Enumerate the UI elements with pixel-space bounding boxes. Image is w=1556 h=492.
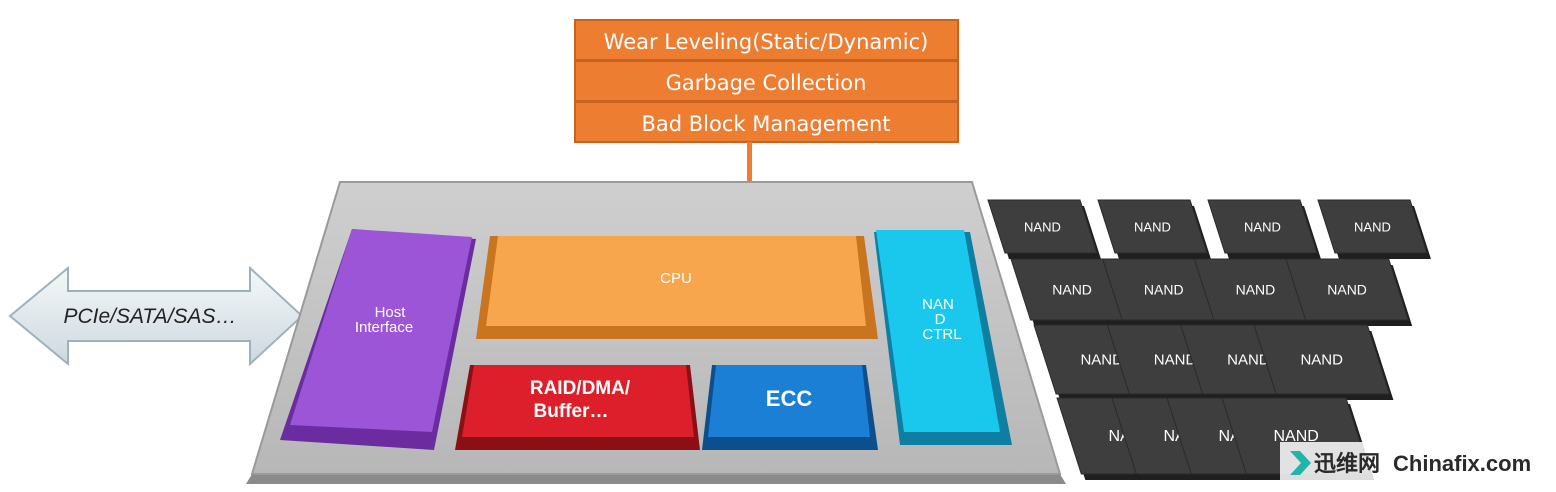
raid-label-line2: Buffer… [534, 401, 609, 422]
host-interface-label-line2: Interface [355, 319, 413, 336]
nand-chip-label: NAND [1327, 282, 1367, 298]
firmware-label-wear-leveling: Wear Leveling(Static/Dynamic) [604, 30, 929, 54]
nand-ctrl-label-line1: NAN [922, 296, 954, 313]
nand-chip-label: NAND [1273, 428, 1318, 445]
nand-chip-label: NAND [1154, 352, 1197, 369]
nand-chip: NAND [1010, 258, 1138, 326]
firmware-box-wear-leveling [574, 19, 959, 61]
nand-ctrl-label-line2: D [935, 311, 946, 328]
raid-dma-buffer-block: RAID/DMA/ Buffer… [455, 365, 700, 450]
nand-chip-label: NAND [1134, 220, 1171, 235]
nand-chip-label: NAND [1227, 352, 1270, 369]
nand-chip-label: NAND [1236, 282, 1276, 298]
nand-chip: NAND [1317, 199, 1431, 259]
nand-chip: NAND [1285, 258, 1413, 326]
nand-chip-label: NAND [1080, 352, 1123, 369]
nand-chip: NAND [1193, 258, 1321, 326]
firmware-label-bad-block: Bad Block Management [641, 112, 890, 136]
ecc-block: ECC [702, 365, 878, 450]
nand-chip-label: NAND [1024, 220, 1061, 235]
firmware-label-garbage-collection: Garbage Collection [666, 71, 867, 95]
raid-label-line1: RAID/DMA/ [530, 378, 631, 399]
nand-chip: NAND [1253, 324, 1394, 400]
nand-chip-grid: NAND NAND NAND NAND NAND NAND NAND NAND NAND NAND… [987, 199, 1431, 480]
nand-chip: NAND [1097, 199, 1211, 259]
nand-chip-label: NAND [1144, 282, 1184, 298]
nand-chip: NAND [1101, 258, 1229, 326]
interface-arrow: PCIe/SATA/SAS… [8, 265, 304, 367]
nand-chip-label: NAND [1300, 352, 1343, 369]
cpu-block: CPU [476, 236, 878, 339]
firmware-box-garbage-collection [574, 60, 959, 102]
watermark-en-text: Chinafix.com [1393, 451, 1531, 476]
nand-ctrl-block: NAN D CTRL [874, 230, 1012, 445]
nand-chip-label: NAND [1354, 220, 1391, 235]
ecc-label: ECC [766, 386, 813, 411]
nand-chip-label: NAND [1244, 220, 1281, 235]
firmware-box-bad-block [574, 101, 959, 143]
watermark-logo-icon [1290, 451, 1311, 475]
interface-arrow-label: PCIe/SATA/SAS… [63, 305, 236, 328]
watermark-cn-text: 迅维网 [1314, 451, 1380, 477]
cpu-label: CPU [660, 270, 692, 287]
nand-chip-label: NAND [1052, 282, 1092, 298]
nand-chip: NAND [987, 199, 1101, 259]
nand-ctrl-label-line3: CTRL [922, 326, 961, 343]
host-interface-label-line1: Host [375, 304, 407, 321]
firmware-stack: Wear Leveling(Static/Dynamic) Garbage Co… [574, 19, 959, 249]
nand-chip: NAND [1207, 199, 1321, 259]
host-interface-block: Host Interface [280, 229, 476, 450]
watermark: 迅维网 Chinafix.com [1280, 442, 1556, 487]
